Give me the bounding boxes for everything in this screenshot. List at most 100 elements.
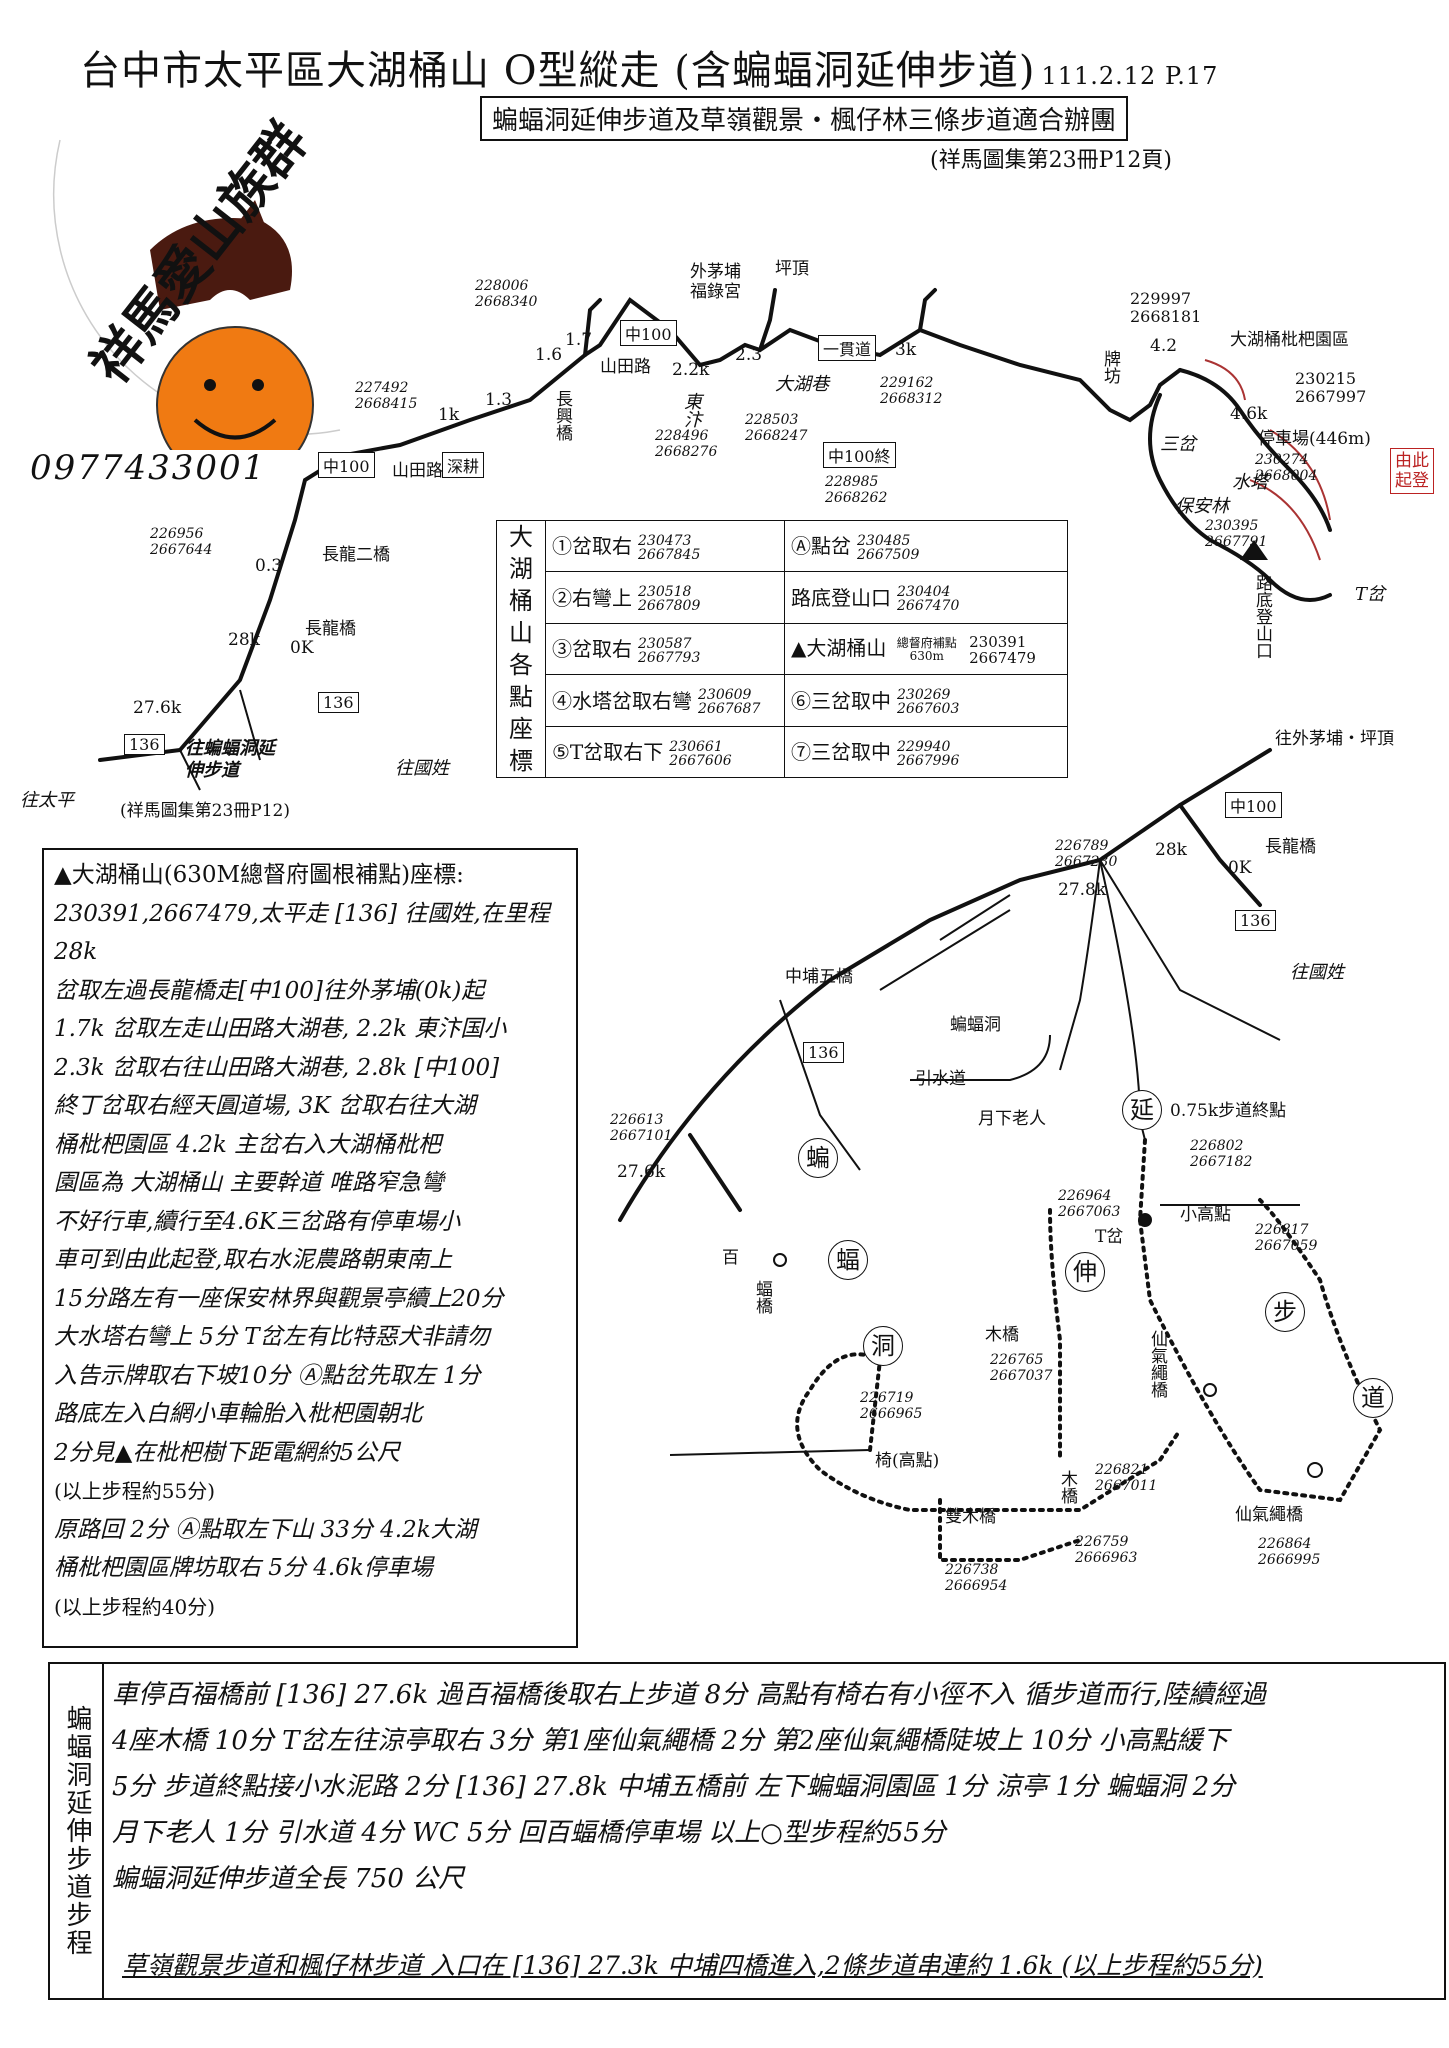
label-to-waimao: 往外茅埔・坪頂 <box>1275 729 1394 749</box>
coord-top-4: 230215 2667997 <box>1295 369 1367 406</box>
label-bat-bridge: 蝠橋 <box>752 1280 772 1314</box>
coord-label: ④水塔岔取右彎 <box>552 688 692 713</box>
coord-top-11: 230395 2667791 <box>1205 518 1268 550</box>
label-shengeng: 深耕 <box>442 452 485 478</box>
description-heading: ▲大湖桶山(630M總督府圖根補點)座標: <box>54 862 464 888</box>
coord-table-side: 大湖桶山各點座標 <box>496 520 546 778</box>
coord-bottom-8: 226821 2667011 <box>1095 1462 1158 1494</box>
km-0-3: 0.3 <box>255 556 283 576</box>
extension-body: 車停百福橋前 [136] 27.6k 過百福橋後取右上步道 8分 高點有椅右有小… <box>112 1672 1436 1902</box>
coord-value: 230269 2667603 <box>897 687 960 718</box>
road-box-136-b: 136 <box>318 692 359 713</box>
extension-side-label: 蝙蝠洞延伸步道步程 <box>50 1664 104 1998</box>
circle-char: 步 <box>1265 1292 1305 1332</box>
km-1-7: 1.7 <box>565 330 593 350</box>
description-line: 2.3k 岔取右往山田路大湖巷, 2.8k [中100] <box>54 1054 500 1081</box>
description-line: 車可到由此起登,取右水泥農路朝東南上 <box>54 1247 453 1273</box>
label-changlong: 長龍橋 <box>305 619 356 639</box>
label-yiguandao: 一貫道 <box>818 335 877 361</box>
coord-bottom-7: 226765 2667037 <box>990 1352 1053 1384</box>
coord-label: 路底登山口 <box>791 585 891 610</box>
phone-number: 0977433001 <box>30 448 267 488</box>
horse-pumpkin-logo-icon <box>53 139 341 450</box>
label-baoanlin: 保安林 <box>1175 496 1229 517</box>
label-changyi-bridge: 長興橋 <box>552 390 572 441</box>
km-1-6: 1.6 <box>535 345 563 365</box>
coord-label: ▲大湖桶山 <box>791 636 887 661</box>
coord-top-1: 228006 2668340 <box>475 278 538 310</box>
label-waimao-text: 外茅埔 <box>690 262 741 282</box>
label-fulugong-text: 福錄宮 <box>690 282 741 302</box>
description-line: 岔取左過長龍橋走[中100]往外茅埔(0k)起 <box>54 977 485 1004</box>
extension-line: 蝙蝠洞延伸步道全長 750 公尺 <box>112 1864 465 1894</box>
road-box-zh100-b: 中100 <box>318 452 375 478</box>
coord-top-6: 228503 2668247 <box>745 412 808 444</box>
label-parking: 停車場(446m) <box>1258 429 1371 449</box>
coord-bottom-5: 226817 2667059 <box>1255 1222 1318 1254</box>
coord-value: 230609 2667687 <box>698 687 761 718</box>
label-to-guoxing-b: 往國姓 <box>1290 962 1344 983</box>
coord-label: Ⓐ點岔 <box>791 534 851 559</box>
km-0: 0K <box>290 638 314 658</box>
label-chair: 椅(高點) <box>875 1451 940 1471</box>
bottom-route-map <box>618 748 1383 1562</box>
coord-top-2: 227492 2668415 <box>355 380 418 412</box>
label-dongfu: 東汴 <box>681 392 702 428</box>
description-line: (以上步程約55分) <box>54 1479 216 1503</box>
route-description: ▲大湖桶山(630M總督府圖根補點)座標: 230391,2667479,太平走… <box>42 848 578 1648</box>
label-orchard: 大湖桶枇杷園區 <box>1230 330 1349 350</box>
extension-footer: 草嶺觀景步道和楓仔林步道 入口在 [136] 27.3k 中埔四橋進入,2條步道… <box>122 1951 1263 1980</box>
label-changlong2: 長龍二橋 <box>322 545 390 565</box>
coord-top-7: 228496 2668276 <box>655 428 718 460</box>
road-box-zh100-end: 中100終 <box>823 442 896 468</box>
coord-value: 229940 2667996 <box>897 738 960 769</box>
extension-line: 4座木橋 10分 T岔左往涼亭取右 3分 第1座仙氣繩橋 2分 第2座仙氣繩橋陡… <box>112 1726 1229 1756</box>
label-road-shantian: 山田路 <box>600 357 651 377</box>
description-line: 園區為 大湖桶山 主要幹道 唯路窄急彎 <box>54 1170 444 1196</box>
circle-char: 洞 <box>863 1326 903 1366</box>
coord-value: 230391 2667479 <box>969 632 1036 667</box>
title-text: 台中市太平區大湖桶山 O型縱走 (含蝙蝠洞延伸步道) <box>80 48 1036 94</box>
coord-top-3: 229997 2668181 <box>1130 289 1202 326</box>
coord-bottom-2: 226613 2667101 <box>610 1112 673 1144</box>
km-4-2: 4.2 <box>1150 336 1178 356</box>
label-fairy-bridge: 仙氣繩橋 <box>1235 1505 1303 1525</box>
label-start-here: 由此起登 <box>1390 448 1434 494</box>
coord-value: 230485 2667509 <box>857 532 920 563</box>
road-box-b-136-b: 136 <box>803 1042 844 1063</box>
title-date: 111.2.12 P.17 <box>1041 62 1219 90</box>
label-changlong-b: 長龍橋 <box>1265 837 1316 857</box>
description-line: (以上步程約40分) <box>54 1594 216 1619</box>
coord-bottom-10: 226738 2666954 <box>945 1562 1008 1594</box>
coord-elev: 630m <box>909 648 944 663</box>
coord-bottom-11: 226864 2666995 <box>1258 1536 1321 1568</box>
km-b-28: 28k <box>1155 840 1187 860</box>
road-box-b-136-a: 136 <box>1235 910 1276 931</box>
label-bat-cave: 蝙蝠洞 <box>950 1015 1001 1035</box>
coord-value: 230661 2667606 <box>669 738 732 769</box>
coord-value: 230587 2667793 <box>638 635 701 666</box>
label-wood-bridge: 木橋 <box>985 1325 1019 1345</box>
km-b-27-8: 27.8k <box>1058 880 1107 900</box>
km-4-6: 4.6k <box>1230 404 1268 424</box>
label-zhongpu5: 中埔五橋 <box>785 967 853 987</box>
coord-label: ⑥三岔取中 <box>791 688 891 713</box>
coord-label: ⑦三岔取中 <box>791 740 891 765</box>
label-dahuxiang: 大湖巷 <box>775 374 829 395</box>
coord-note-text: 總督府補點 <box>896 635 957 650</box>
description-line: 2分見▲在枇杷樹下距電網約5公尺 <box>54 1439 400 1466</box>
km-3: 3k <box>895 340 917 360</box>
label-bai: 百 <box>722 1248 739 1268</box>
coord-label: ①岔取右 <box>552 534 632 559</box>
km-2-2: 2.2k <box>672 360 710 380</box>
coord-top-9: 226956 2667644 <box>150 526 213 558</box>
